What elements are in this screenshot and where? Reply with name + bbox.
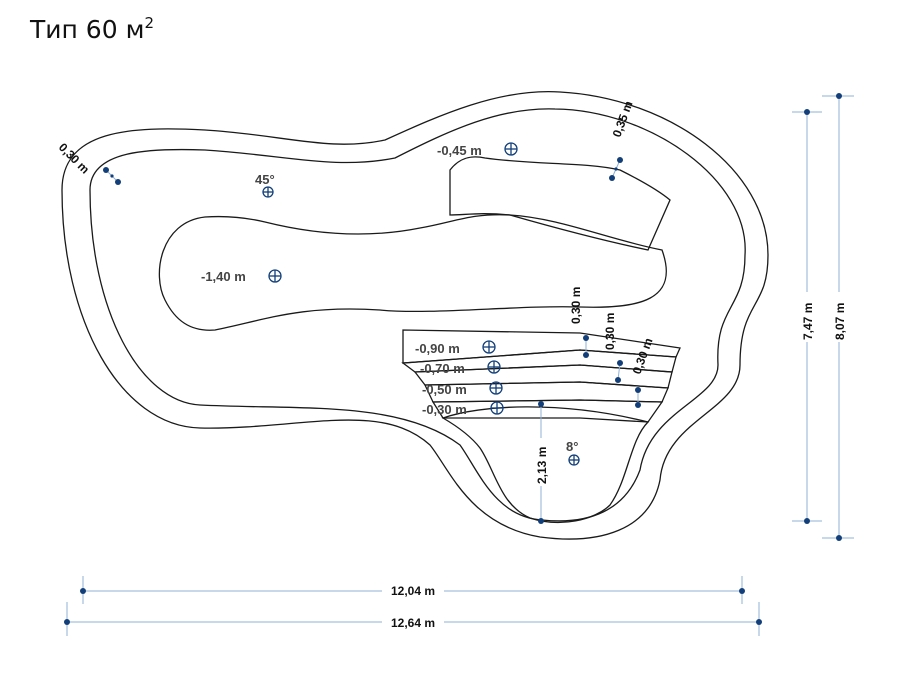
page-title: Тип 60 м2	[30, 14, 154, 44]
depth-label: -1,40 m	[201, 269, 246, 284]
dim-outer-length: 12,64 m	[64, 602, 762, 636]
dim-inner-width: 7,47 m	[792, 109, 822, 524]
depth-marker-140: -1,40 m	[201, 269, 282, 284]
depth-marker-030: -0,30 m	[422, 401, 504, 417]
dim-inner-length: 12,04 m	[80, 576, 745, 604]
angle-label: 8°	[566, 439, 578, 454]
pool-outer-outline	[61, 90, 769, 540]
outer-width-label: 8,07 m	[833, 303, 847, 340]
wall-dim-left: 0,30 m	[56, 140, 121, 185]
dim-outer-width: 8,07 m	[822, 93, 854, 541]
beach-zone-outline	[441, 406, 650, 524]
depth-label: -0,70 m	[420, 361, 465, 376]
step-dim-1-label: 0,30 m	[569, 287, 583, 324]
inner-width-label: 7,47 m	[801, 303, 815, 340]
beach-depth-dim: 2,13 m	[533, 401, 549, 524]
step-dim-2: 0,30 m	[603, 313, 623, 383]
depth-label: -0,90 m	[415, 341, 460, 356]
depth-label: -0,50 m	[422, 382, 467, 397]
slope-marker-8: 8°	[566, 439, 580, 466]
depth-label: -0,30 m	[422, 402, 467, 417]
inner-length-label: 12,04 m	[391, 584, 435, 598]
depth-label: -0,45 m	[437, 143, 482, 158]
depth-marker-045: -0,45 m	[437, 142, 518, 158]
step-dim-2-label: 0,30 m	[603, 313, 617, 350]
slope-marker-45: 45°	[255, 172, 275, 198]
pool-inner-outline	[89, 108, 746, 522]
beach-depth-label: 2,13 m	[535, 447, 549, 484]
title-text: Тип 60 м	[30, 15, 145, 44]
title-superscript: 2	[144, 14, 154, 32]
step-dim-1: 0,30 m	[569, 287, 589, 358]
wall-dim-right-label: 0,35 m	[610, 99, 636, 139]
depth-marker-050: -0,50 m	[422, 381, 503, 397]
wall-dim-left-label: 0,30 m	[56, 140, 92, 176]
depth-marker-070: -0,70 m	[420, 360, 501, 376]
step-dim-3: 0,30 m	[630, 336, 656, 408]
stair-step-5	[431, 399, 664, 423]
outer-length-label: 12,64 m	[391, 616, 435, 630]
shelf-outline	[449, 156, 671, 251]
angle-label: 45°	[255, 172, 275, 187]
deep-zone-outline	[158, 214, 667, 331]
depth-marker-090: -0,90 m	[415, 340, 496, 356]
